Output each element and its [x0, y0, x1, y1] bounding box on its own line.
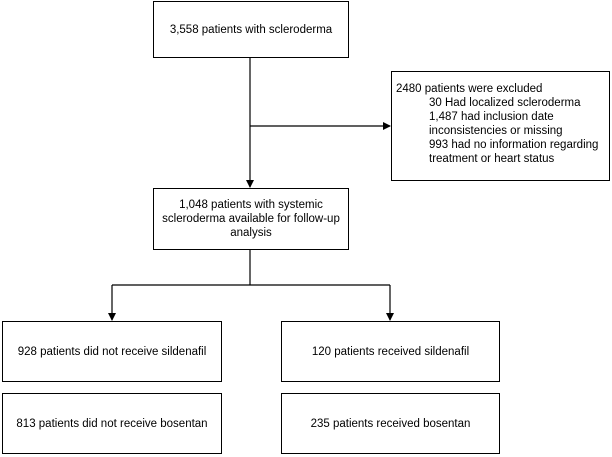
- followup-text-line: analysis: [230, 227, 272, 239]
- followup-box: 1,048 patients with systemic scleroderma…: [153, 188, 349, 250]
- excluded-heading: 2480 patients were excluded: [396, 83, 543, 95]
- sildenafil-box: 120 patients received sildenafil: [281, 321, 500, 382]
- excluded-box: 2480 patients were excluded 30 Had local…: [391, 71, 610, 181]
- no-sildenafil-box: 928 patients did not receive sildenafil: [2, 321, 222, 382]
- no-bosentan-text: 813 patients did not receive bosentan: [16, 417, 208, 430]
- no-bosentan-box: 813 patients did not receive bosentan: [2, 393, 222, 454]
- excluded-reason: 30 Had localized scleroderma: [429, 97, 581, 109]
- bosentan-box: 235 patients received bosentan: [281, 393, 500, 454]
- excluded-reason: 1,487 had inclusion date: [429, 111, 554, 123]
- followup-text-line: scleroderma available for follow-up: [162, 213, 340, 225]
- excluded-reason: treatment or heart status: [429, 153, 555, 165]
- excluded-reason: inconsistencies or missing: [429, 125, 563, 137]
- followup-text-line: 1,048 patients with systemic: [179, 199, 323, 211]
- sildenafil-text: 120 patients received sildenafil: [311, 345, 470, 358]
- total-patients-text: 3,558 patients with scleroderma: [169, 23, 333, 36]
- excluded-reason: 993 had no information regarding: [429, 139, 599, 151]
- total-patients-box: 3,558 patients with scleroderma: [153, 1, 349, 58]
- no-sildenafil-text: 928 patients did not receive sildenafil: [17, 345, 207, 358]
- bosentan-text: 235 patients received bosentan: [310, 417, 471, 430]
